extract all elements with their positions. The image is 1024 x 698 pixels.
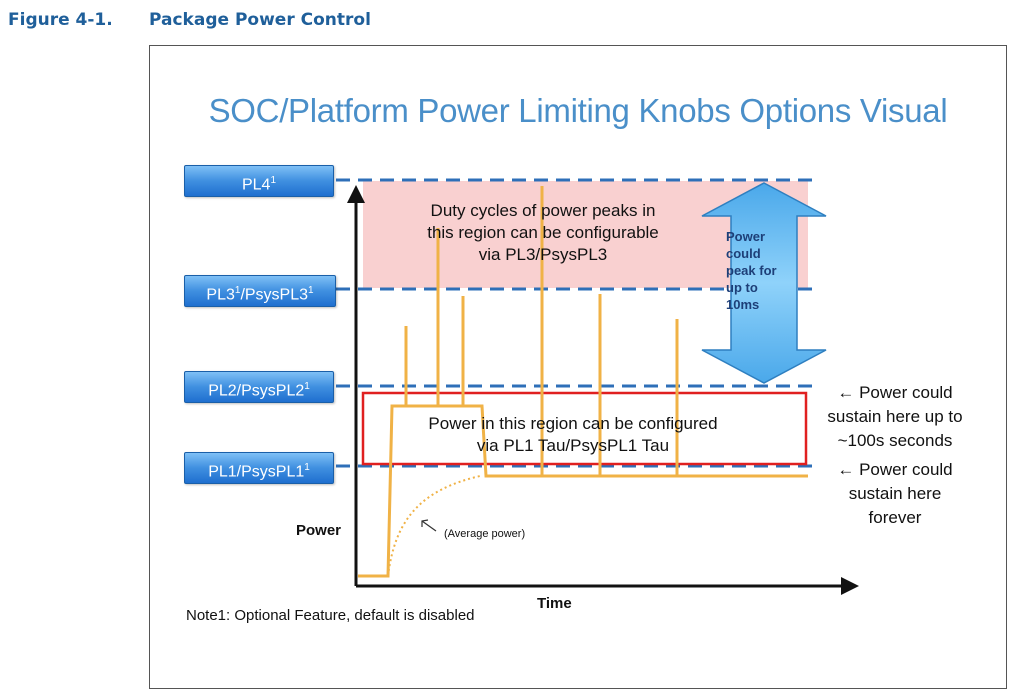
pl3-suffix: /PsysPL3 xyxy=(240,286,309,304)
pl1-label: PL1/PsysPL11 xyxy=(184,452,334,484)
pl4-label: PL41 xyxy=(184,165,334,197)
pl2-label: PL2/PsysPL21 xyxy=(184,371,334,403)
x-axis-label: Time xyxy=(537,595,572,612)
pl2-side-note-line: ~100s seconds xyxy=(837,431,953,450)
pl4-text: PL4 xyxy=(241,176,271,194)
pl1-side-note-line: sustain here xyxy=(848,484,942,503)
pl1-side-note: ← Power could sustain here forever xyxy=(820,458,970,530)
pl2-sup: 1 xyxy=(304,381,310,392)
pl3-region-line: Duty cycles of power peaks in xyxy=(430,201,656,220)
footnote: Note1: Optional Feature, default is disa… xyxy=(186,607,475,624)
figure-caption: Figure 4-1. Package Power Control xyxy=(8,10,371,30)
average-power-label: (Average power) xyxy=(444,528,526,540)
pl1-region-line: via PL1 Tau/PsysPL1 Tau xyxy=(476,436,670,455)
pl1-region-label: Power in this region can be configured v… xyxy=(398,413,748,457)
peak-arrow-label: Power could peak for up to 10ms xyxy=(726,229,777,312)
figure-title: Package Power Control xyxy=(149,10,371,30)
average-power-curve xyxy=(387,475,481,577)
diagram-frame xyxy=(149,45,1007,689)
pl2-side-note: ← Power could sustain here up to ~100s s… xyxy=(820,381,970,453)
pl2-side-note-line: sustain here up to xyxy=(827,407,963,426)
pl1-side-note-line: forever xyxy=(868,508,922,527)
pl3-region-line: this region can be configurable xyxy=(427,223,659,242)
figure-number: Figure 4-1. xyxy=(8,10,113,30)
slide-title: SOC/Platform Power Limiting Knobs Option… xyxy=(208,92,948,129)
pl2-side-note-line: ← Power could xyxy=(837,383,953,402)
pl2-text: PL2/PsysPL2 xyxy=(208,382,305,400)
peak-arrow-icon xyxy=(701,182,827,384)
pl3-sup: 1 xyxy=(234,285,241,296)
pl3-region-label: Duty cycles of power peaks in this regio… xyxy=(393,200,693,266)
pl1-region xyxy=(361,391,808,466)
power-peaks xyxy=(404,186,679,476)
pl1-side-note-line: ← Power could xyxy=(837,460,953,479)
pl1-text: PL1/PsysPL1 xyxy=(208,463,305,481)
pointer-arrow-icon xyxy=(421,519,437,532)
pl3-text: PL3 xyxy=(206,286,235,304)
pl3-sup2: 1 xyxy=(308,285,314,296)
pl4-sup: 1 xyxy=(270,175,277,186)
pl1-region-line: Power in this region can be configured xyxy=(428,414,718,433)
pl3-label: PL31/PsysPL31 xyxy=(184,275,336,307)
y-axis-label: Power xyxy=(296,522,342,539)
pl1-sup: 1 xyxy=(304,462,310,473)
pl3-region-line: via PL3/PsysPL3 xyxy=(478,245,608,264)
